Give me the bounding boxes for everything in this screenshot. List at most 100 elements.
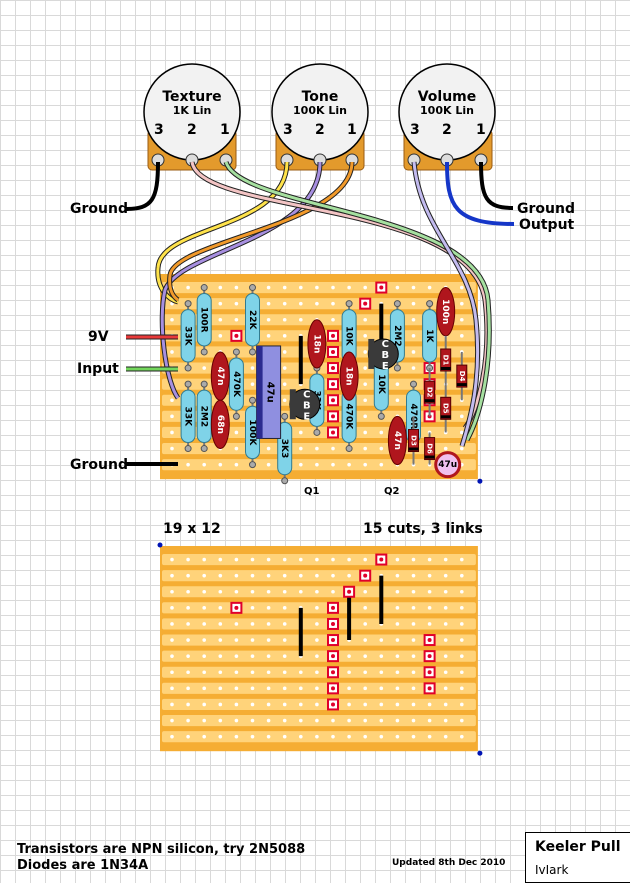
svg-text:2M2: 2M2: [199, 406, 209, 427]
strip-hole: [186, 606, 190, 610]
pot-texture-name: Texture: [162, 89, 222, 105]
strip-hole: [234, 589, 239, 594]
track-cut-dot: [427, 670, 432, 675]
corner-marker: [157, 542, 163, 548]
strip-hole: [234, 734, 239, 739]
strip-hole: [250, 382, 255, 386]
track-cut-dot: [331, 349, 335, 354]
strip-hole: [250, 573, 255, 578]
strip-hole: [202, 573, 206, 578]
strip-hole: [460, 702, 464, 707]
strip-hole: [250, 654, 255, 658]
strip-hole: [202, 654, 206, 658]
strip-hole: [202, 557, 206, 562]
strip-hole: [218, 622, 223, 626]
label-q2: Q2: [384, 486, 400, 497]
track-cut-dot: [363, 301, 368, 306]
strip-hole: [363, 734, 368, 739]
strip-hole: [315, 718, 319, 723]
strip-hole: [347, 686, 351, 691]
strip-hole: [299, 285, 303, 290]
strip-hole: [218, 317, 223, 322]
strip-hole: [363, 317, 368, 322]
strip-hole: [427, 285, 432, 290]
strip-hole: [218, 654, 223, 658]
strip-hole: [315, 734, 319, 739]
strip-hole: [460, 285, 464, 290]
strip-hole: [250, 670, 255, 675]
strip-hole: [186, 686, 190, 691]
strip-hole: [218, 573, 223, 578]
strip-hole: [234, 702, 239, 707]
strip-hole: [443, 557, 448, 562]
track-cut-dot: [347, 589, 352, 594]
strip-hole: [411, 573, 416, 578]
resistor: 33K: [180, 300, 196, 372]
strip-hole: [379, 734, 384, 739]
strip-hole: [170, 557, 174, 562]
strip-hole: [315, 557, 319, 562]
strip-hole: [315, 462, 319, 467]
strip-hole: [299, 301, 303, 306]
transistor-pin-label: E: [382, 361, 389, 372]
strip-hole: [395, 734, 400, 739]
strip-hole: [411, 334, 416, 338]
strip-hole: [299, 430, 303, 435]
strip-hole: [250, 557, 255, 562]
strip-hole: [395, 557, 400, 562]
strip-hole: [363, 589, 368, 594]
strip-hole: [250, 366, 255, 370]
strip-hole: [363, 686, 368, 691]
stripboard-cuts: [157, 542, 483, 756]
strip-hole: [234, 462, 239, 467]
strip-hole: [186, 718, 190, 723]
strip-hole: [266, 573, 271, 578]
strip-hole: [411, 638, 416, 642]
strip-hole: [460, 573, 464, 578]
pot-volume-name: Volume: [417, 89, 477, 105]
strip-hole: [395, 638, 400, 642]
strip-hole: [443, 573, 448, 578]
pot-tone-name: Tone: [301, 89, 339, 105]
strip-hole: [331, 589, 335, 594]
strip-hole: [282, 285, 287, 290]
track-cut-dot: [331, 382, 335, 387]
strip-hole: [170, 446, 174, 451]
strip-hole: [411, 317, 416, 322]
strip-hole: [460, 589, 464, 594]
strip-hole: [299, 718, 303, 723]
strip-hole: [170, 606, 174, 610]
strip-hole: [282, 622, 287, 626]
strip-hole: [411, 285, 416, 290]
strip-hole: [218, 670, 223, 675]
svg-text:470K: 470K: [344, 403, 354, 430]
strip-hole: [363, 654, 368, 658]
strip-hole: [299, 734, 303, 739]
strip-hole: [218, 301, 223, 306]
strip-hole: [379, 654, 384, 658]
strip-hole: [282, 366, 287, 370]
strip-hole: [218, 734, 223, 739]
strip-hole: [427, 573, 432, 578]
strip-hole: [363, 350, 368, 354]
strip-hole: [460, 734, 464, 739]
title-author: IvIark: [535, 863, 569, 877]
strip-hole: [170, 686, 174, 691]
pot-texture: [143, 63, 241, 171]
strip-hole: [315, 301, 319, 306]
strip-hole: [282, 350, 287, 354]
strip-hole: [250, 702, 255, 707]
strip-hole: [170, 382, 174, 386]
strip-hole: [460, 654, 464, 658]
strip-hole: [186, 654, 190, 658]
strip-hole: [331, 557, 335, 562]
label-ground-right: Ground: [517, 201, 575, 217]
strip-hole: [363, 702, 368, 707]
strip-hole: [250, 606, 255, 610]
svg-text:100K: 100K: [247, 420, 257, 447]
strip-hole: [282, 606, 287, 610]
strip-hole: [460, 638, 464, 642]
strip-hole: [170, 285, 174, 290]
strip-hole: [170, 414, 174, 419]
electrolytic-capacitor: 47u: [256, 345, 282, 439]
